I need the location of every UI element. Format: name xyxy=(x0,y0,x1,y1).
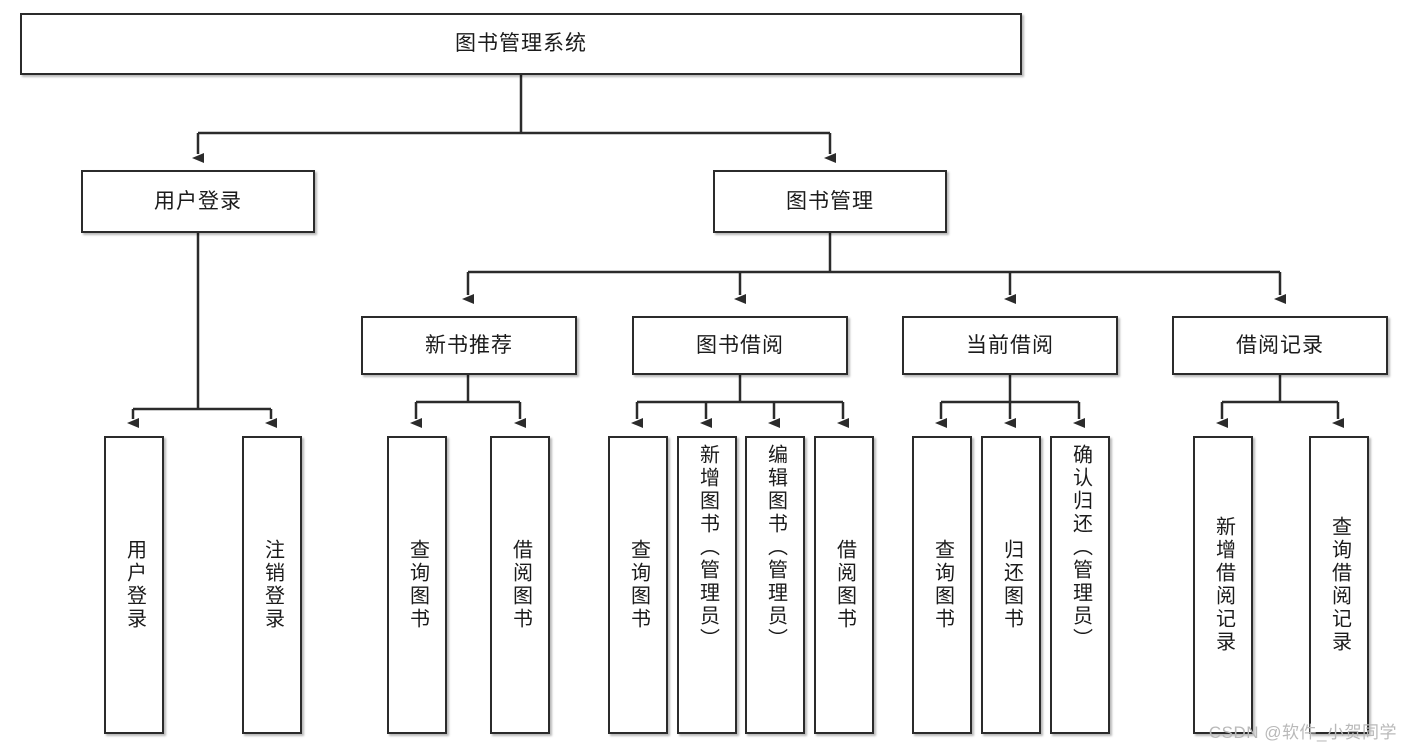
node-leaf-query-book-3-label: 查询图书 xyxy=(931,539,954,631)
node-leaf-query-record-label: 查询借阅记录 xyxy=(1328,516,1351,654)
node-root-label: 图书管理系统 xyxy=(455,32,587,56)
node-leaf-user-login-label: 用户登录 xyxy=(123,539,146,631)
node-book-borrow[interactable]: 图书借阅 xyxy=(632,316,848,375)
node-book-manage-label: 图书管理 xyxy=(786,189,874,213)
node-leaf-add-book-label: 新增图书（管理员） xyxy=(696,444,719,651)
node-leaf-return-book[interactable]: 归还图书 xyxy=(981,436,1041,734)
node-leaf-edit-book[interactable]: 编辑图书（管理员） xyxy=(745,436,805,734)
node-leaf-user-logout[interactable]: 注销登录 xyxy=(242,436,302,734)
node-current-borrow-label: 当前借阅 xyxy=(966,333,1054,357)
node-leaf-query-book-3[interactable]: 查询图书 xyxy=(912,436,972,734)
node-leaf-query-record[interactable]: 查询借阅记录 xyxy=(1309,436,1369,734)
node-borrow-record-label: 借阅记录 xyxy=(1236,333,1324,357)
node-leaf-borrow-book-2[interactable]: 借阅图书 xyxy=(814,436,874,734)
node-new-book-rec[interactable]: 新书推荐 xyxy=(361,316,577,375)
node-user-login-label: 用户登录 xyxy=(154,189,242,213)
node-leaf-user-login[interactable]: 用户登录 xyxy=(104,436,164,734)
node-leaf-borrow-book-1-label: 借阅图书 xyxy=(509,539,532,631)
node-book-manage[interactable]: 图书管理 xyxy=(713,170,947,233)
node-leaf-add-record-label: 新增借阅记录 xyxy=(1212,516,1235,654)
node-leaf-user-logout-label: 注销登录 xyxy=(261,539,284,631)
node-leaf-confirm-return[interactable]: 确认归还（管理员） xyxy=(1050,436,1110,734)
node-leaf-borrow-book-1[interactable]: 借阅图书 xyxy=(490,436,550,734)
node-new-book-rec-label: 新书推荐 xyxy=(425,333,513,357)
node-book-borrow-label: 图书借阅 xyxy=(696,333,784,357)
node-leaf-query-book-1[interactable]: 查询图书 xyxy=(387,436,447,734)
node-leaf-query-book-2-label: 查询图书 xyxy=(627,539,650,631)
node-leaf-confirm-return-label: 确认归还（管理员） xyxy=(1069,444,1092,651)
node-current-borrow[interactable]: 当前借阅 xyxy=(902,316,1118,375)
node-leaf-query-book-2[interactable]: 查询图书 xyxy=(608,436,668,734)
node-leaf-edit-book-label: 编辑图书（管理员） xyxy=(764,444,787,651)
node-root[interactable]: 图书管理系统 xyxy=(20,13,1022,75)
node-user-login[interactable]: 用户登录 xyxy=(81,170,315,233)
node-leaf-query-book-1-label: 查询图书 xyxy=(406,539,429,631)
node-leaf-borrow-book-2-label: 借阅图书 xyxy=(833,539,856,631)
node-leaf-return-book-label: 归还图书 xyxy=(1000,539,1023,631)
node-leaf-add-book[interactable]: 新增图书（管理员） xyxy=(677,436,737,734)
node-borrow-record[interactable]: 借阅记录 xyxy=(1172,316,1388,375)
node-leaf-add-record[interactable]: 新增借阅记录 xyxy=(1193,436,1253,734)
